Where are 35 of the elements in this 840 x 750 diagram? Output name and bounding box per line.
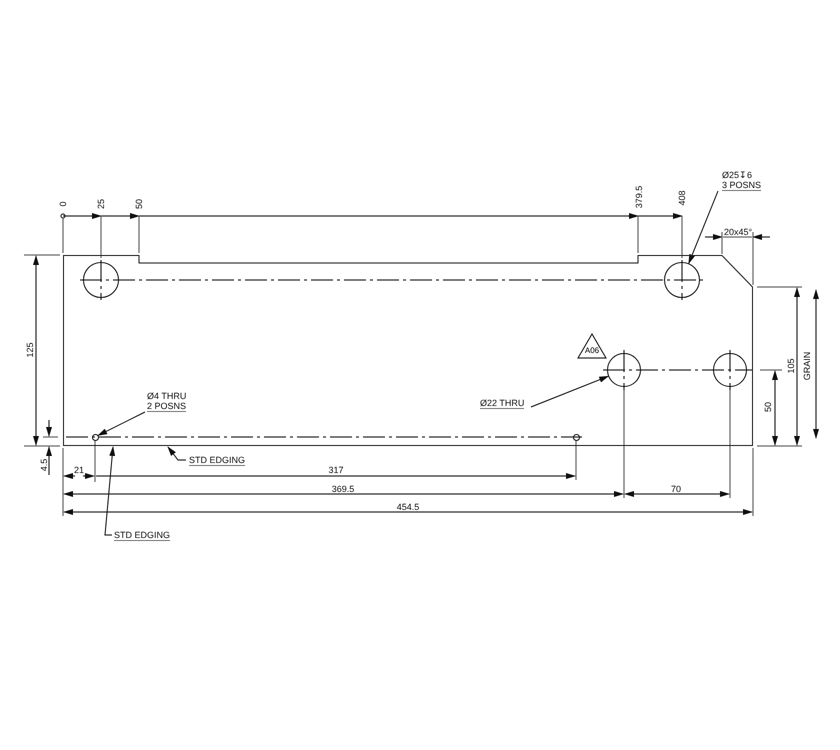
dimension-text: 105 (786, 358, 796, 374)
leader-line (104, 446, 116, 536)
leader-line (530, 376, 610, 408)
dimension-text: 50 (763, 402, 773, 412)
dimension-text: 70 (671, 484, 681, 494)
leader-line (167, 446, 186, 460)
leader-line (688, 190, 718, 264)
dimension-text: 21 (74, 465, 84, 475)
callout-text: Ø22 THRU (480, 398, 524, 409)
hole (607, 353, 641, 387)
hole (83, 262, 119, 298)
dimension-text: 25 (96, 199, 106, 209)
callout-text: STD EDGING (114, 530, 170, 541)
grain-label: GRAIN (802, 352, 812, 380)
hole (92, 434, 98, 440)
callout-text: STD EDGING (189, 455, 246, 466)
dimension-text: 408 (677, 190, 687, 206)
dimension-text: 125 (25, 342, 35, 358)
dimension-text: 0 (58, 202, 68, 206)
dimension-text: 50 (134, 199, 144, 209)
hole (572, 434, 580, 440)
dimension-text: 454.5 (396, 502, 420, 512)
callout-text: 3 POSNS (722, 180, 762, 191)
hole (713, 353, 747, 387)
dimension-text: 20x45° (724, 227, 752, 237)
dimension-text: 369.5 (332, 484, 354, 494)
hole (664, 262, 700, 298)
callout-text: Ø25↧6 (722, 170, 754, 180)
revision-label: A06 (584, 346, 600, 355)
dimension-text: 317 (328, 465, 344, 475)
leader-line (97, 412, 146, 436)
callout-text: Ø4 THRU (147, 391, 186, 401)
callout-text: 2 POSNS (147, 401, 186, 412)
dimension-text: 4.5 (39, 458, 49, 472)
dimension-text: 379.5 (634, 186, 644, 208)
